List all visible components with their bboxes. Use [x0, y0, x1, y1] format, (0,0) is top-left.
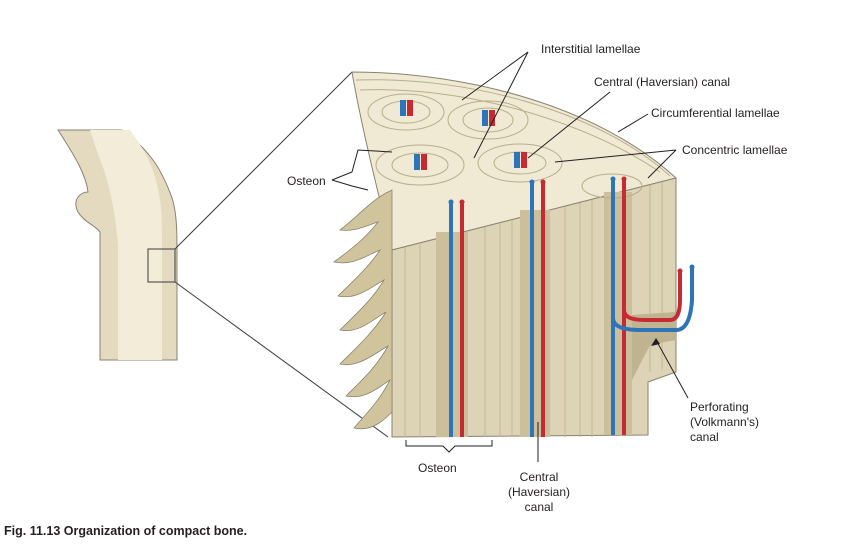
label-osteon-left: Osteon — [287, 174, 326, 188]
long-bone-section — [57, 129, 178, 361]
perforating-arrowhead — [651, 338, 660, 346]
top-vessels — [400, 100, 527, 170]
perforating-line-2: (Volkmann's) — [690, 415, 759, 429]
osteon-column-2 — [520, 210, 550, 437]
zoom-lines — [174, 71, 389, 438]
bone-medullary-cavity — [90, 130, 162, 360]
compact-bone-block — [333, 71, 695, 438]
haversian-vessels — [449, 180, 694, 437]
osteon-column-3 — [604, 192, 632, 435]
figure-caption: Fig. 11.13 Organization of compact bone. — [4, 524, 247, 538]
perforating-line-3: canal — [690, 430, 719, 444]
central-line-2: (Haversian) — [507, 485, 570, 499]
label-osteon-bottom: Osteon — [418, 461, 457, 475]
label-perforating-canal: Perforating (Volkmann's) canal — [690, 400, 759, 445]
central-line-3: canal — [524, 500, 554, 514]
label-circumferential-lamellae: Circumferential lamellae — [651, 106, 780, 120]
label-interstitial-lamellae: Interstitial lamellae — [541, 42, 641, 56]
label-central-canal-top: Central (Haversian) canal — [594, 75, 731, 89]
label-central-canal-bottom: Central (Haversian) canal — [500, 470, 578, 515]
leader-lines — [331, 51, 689, 462]
label-concentric-lamellae: Concentric lamellae — [682, 143, 788, 157]
central-line-1: Central — [519, 470, 559, 484]
perforating-line-1: Perforating — [690, 400, 749, 414]
vessel-caps — [448, 176, 695, 274]
caption-number: Fig. 11.13 — [4, 524, 61, 538]
top-osteons — [355, 79, 671, 199]
spongy-bone — [333, 189, 393, 430]
magnification-box — [147, 248, 176, 283]
caption-title: Organization of compact bone. — [63, 524, 248, 538]
